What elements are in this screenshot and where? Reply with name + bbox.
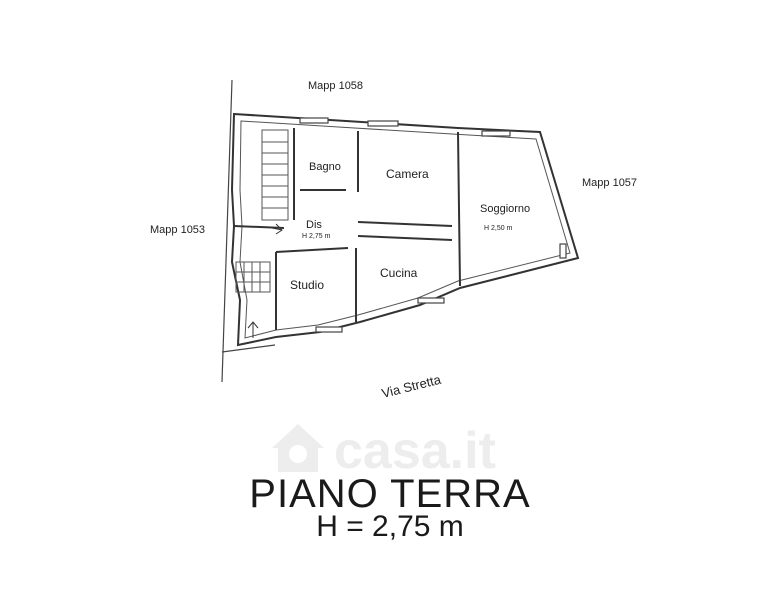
stair-up-arrow-icon bbox=[247, 321, 259, 338]
wall-camera-bottom bbox=[357, 221, 453, 227]
room-label-studio: Studio bbox=[290, 278, 324, 292]
room-label-camera: Camera bbox=[386, 167, 429, 181]
room-height-soggiorno: H 2,50 m bbox=[484, 225, 513, 232]
page-title: PIANO TERRA bbox=[249, 472, 531, 516]
neighbor-label-west: Mapp 1053 bbox=[150, 224, 205, 236]
wall-studio-top bbox=[275, 247, 349, 253]
stairs bbox=[235, 129, 289, 293]
neighbor-label-north: Mapp 1058 bbox=[308, 80, 363, 92]
room-label-soggiorno: Soggiorno bbox=[480, 203, 530, 215]
outer-walls bbox=[230, 112, 580, 347]
windows bbox=[299, 117, 567, 333]
wall-cucina-top bbox=[357, 235, 453, 241]
wall-camera-right bbox=[457, 131, 461, 287]
neighbor-label-east: Mapp 1057 bbox=[582, 177, 637, 189]
room-label-dis: Dis bbox=[306, 219, 322, 231]
watermark-brand: casa.it bbox=[334, 422, 496, 480]
lot-boundary-line bbox=[221, 344, 276, 353]
house-icon bbox=[272, 424, 324, 472]
lot-boundary-line bbox=[221, 79, 233, 383]
page-subtitle: H = 2,75 m bbox=[316, 510, 464, 543]
outer-walls-inner bbox=[239, 120, 571, 339]
watermark-logo: casa.it bbox=[262, 410, 532, 480]
wall-dis-left bbox=[233, 225, 285, 229]
entrance-arrow-icon bbox=[271, 223, 283, 235]
room-label-cucina: Cucina bbox=[380, 266, 418, 280]
street-label: Via Stretta bbox=[380, 372, 443, 401]
room-label-bagno: Bagno bbox=[309, 161, 341, 173]
room-height-dis: H 2,75 m bbox=[302, 233, 331, 240]
